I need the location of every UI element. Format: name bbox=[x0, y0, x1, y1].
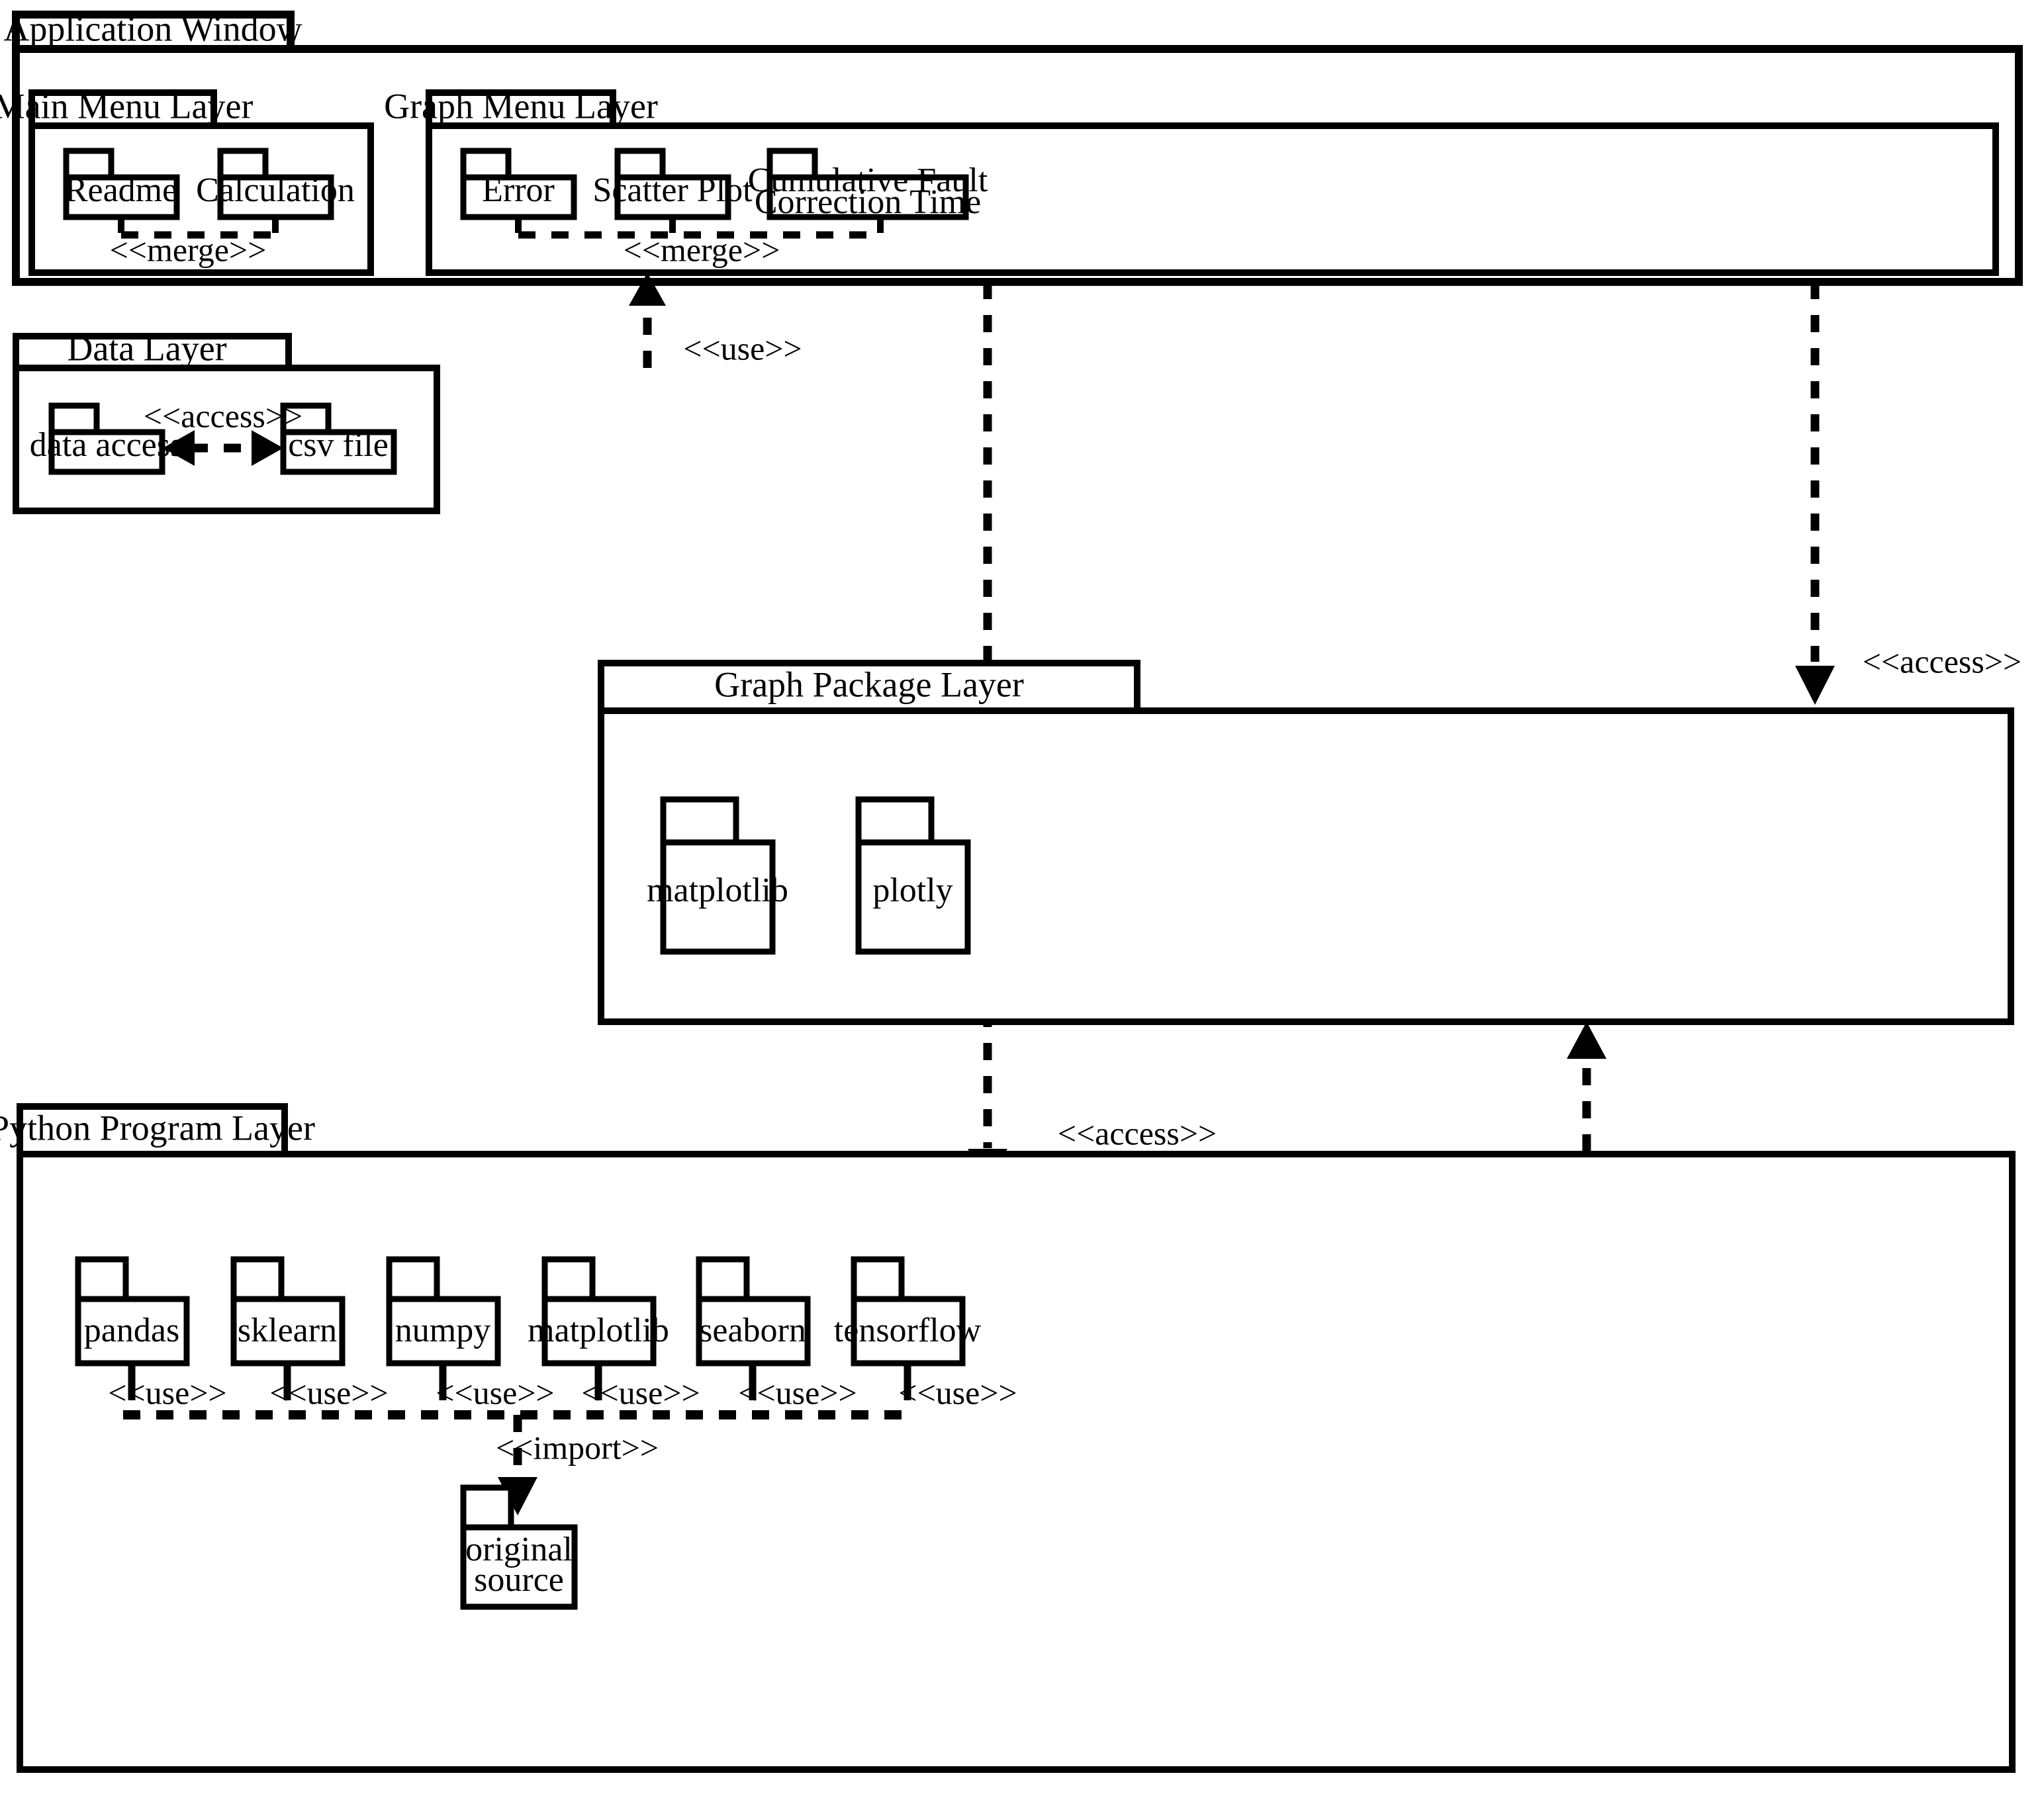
connector-main-menu-merge: <<merge>> bbox=[110, 217, 279, 268]
package-readme[interactable]: Readme bbox=[63, 148, 180, 220]
arrow-left-icon bbox=[163, 430, 195, 466]
matplotlib-use-stereotype-label: <<use>> bbox=[581, 1374, 700, 1411]
connector-data-access-csv: <<access>> bbox=[144, 397, 302, 466]
sklearn-use-stereotype-label: <<use>> bbox=[269, 1374, 388, 1411]
package-sklearn[interactable]: sklearn bbox=[230, 1256, 346, 1367]
graph-matplotlib-label: matplotlib bbox=[647, 872, 788, 909]
package-original-source[interactable]: original source bbox=[460, 1484, 578, 1610]
connector-data-to-mainmenu-use: <<use>> bbox=[629, 273, 802, 368]
package-plotly[interactable]: plotly bbox=[855, 796, 971, 955]
pandas-label: pandas bbox=[84, 1312, 179, 1349]
package-cumulative-fault-correction-time[interactable]: Cumulative Fault Correction Time bbox=[748, 148, 988, 221]
data-access-label: data access bbox=[30, 426, 183, 464]
package-csv-file[interactable]: csv file bbox=[280, 402, 397, 475]
package-tensorflow[interactable]: tensorflow bbox=[834, 1256, 982, 1367]
graph-menu-layer-label: Graph Menu Layer bbox=[384, 86, 658, 126]
main-menu-layer-label: Main Menu Layer bbox=[0, 86, 253, 126]
sklearn-label: sklearn bbox=[238, 1312, 337, 1349]
data-access-stereotype-label: <<access>> bbox=[144, 397, 302, 434]
data-use-stereotype-label: <<use>> bbox=[683, 330, 802, 367]
package-pandas[interactable]: pandas bbox=[75, 1256, 190, 1367]
connector-graphmenu-to-graphpkg-access: <<access>> bbox=[1795, 282, 2021, 705]
package-graph-package-layer[interactable]: Graph Package Layer bbox=[598, 660, 2014, 1025]
arrow-down-icon bbox=[1795, 666, 1835, 705]
import-stereotype-label: <<import>> bbox=[496, 1429, 659, 1466]
original-source-line1: original bbox=[465, 1531, 573, 1568]
connector-graph-menu-merge: <<merge>> bbox=[515, 217, 884, 268]
main-menu-merge-label: <<merge>> bbox=[110, 231, 267, 268]
csv-file-label: csv file bbox=[288, 426, 389, 464]
plotly-label: plotly bbox=[872, 872, 952, 909]
cumulative-fault-line1: Cumulative Fault bbox=[748, 161, 988, 199]
matplotlib-label: matplotlib bbox=[528, 1312, 669, 1349]
graph-package-layer-label: Graph Package Layer bbox=[714, 664, 1024, 704]
arrow-up-icon bbox=[1567, 1022, 1606, 1059]
arrow-right-icon bbox=[252, 430, 283, 466]
arrow-up-icon bbox=[629, 273, 666, 306]
graphpkg-access-stereotype-label: <<access>> bbox=[1863, 643, 2021, 680]
package-python-program-layer[interactable]: Python Program Layer bbox=[0, 1103, 2016, 1773]
package-data-access[interactable]: data access bbox=[30, 402, 183, 475]
connector-python-use-bus: <<use>> <<use>> <<use>> <<use>> <<use>> … bbox=[108, 1363, 1017, 1419]
cumulative-fault-line2: Correction Time bbox=[755, 183, 981, 221]
graphmenu-access-stereotype-label: <<access>> bbox=[1058, 1114, 1217, 1151]
tensorflow-use-stereotype-label: <<use>> bbox=[898, 1374, 1017, 1411]
package-matplotlib[interactable]: matplotlib bbox=[528, 1256, 669, 1367]
package-calculation[interactable]: Calculation bbox=[196, 148, 355, 220]
pandas-use-stereotype-label: <<use>> bbox=[108, 1374, 226, 1411]
application-window-label: Application Window bbox=[3, 9, 302, 48]
package-seaborn[interactable]: seaborn bbox=[696, 1256, 811, 1367]
package-graph-matplotlib[interactable]: matplotlib bbox=[647, 796, 788, 955]
data-layer-label: Data Layer bbox=[67, 328, 226, 368]
graph-menu-merge-label: <<merge>> bbox=[624, 231, 780, 268]
scatter-plot-label: Scatter Plot bbox=[592, 171, 753, 209]
original-source-line2: source bbox=[474, 1561, 564, 1599]
python-program-layer-label: Python Program Layer bbox=[0, 1108, 315, 1147]
tensorflow-label: tensorflow bbox=[834, 1312, 982, 1349]
seaborn-label: seaborn bbox=[699, 1312, 806, 1349]
error-label: Error bbox=[482, 171, 555, 209]
numpy-label: numpy bbox=[395, 1312, 490, 1349]
numpy-use-stereotype-label: <<use>> bbox=[436, 1374, 554, 1411]
calculation-label: Calculation bbox=[196, 171, 355, 209]
seaborn-use-stereotype-label: <<use>> bbox=[738, 1374, 857, 1411]
readme-label: Readme bbox=[65, 171, 177, 209]
